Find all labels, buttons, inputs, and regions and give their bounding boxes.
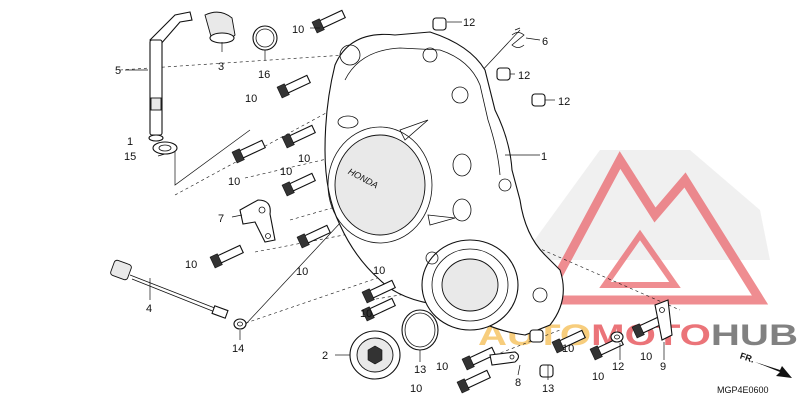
part-3-cap	[204, 11, 236, 44]
callout-12-d: 13	[542, 383, 554, 395]
callout-13: 15	[124, 151, 136, 163]
direction-indicator: FR.	[739, 351, 792, 378]
part-7-bracket	[239, 199, 276, 243]
part-9-bracket	[654, 299, 673, 341]
callout-10-d: 10	[280, 166, 292, 178]
callout-4: 4	[146, 303, 152, 315]
callout-10-top: 10	[292, 24, 304, 36]
part-11-washer	[610, 331, 624, 343]
callout-10-a: 10	[245, 93, 257, 105]
callout-10-i: 10	[436, 361, 448, 373]
callout-10-m: 10	[640, 351, 652, 363]
part-15-washer	[233, 318, 247, 330]
callout-15: 14	[232, 343, 244, 355]
watermark-logo-icon	[537, 151, 769, 305]
callout-5: 5	[115, 65, 121, 77]
watermark-hub: HUB	[711, 319, 798, 352]
part-5-rod	[148, 11, 193, 142]
bolts	[209, 9, 666, 394]
callout-11: 12	[612, 361, 624, 373]
callout-10-c: 10	[228, 176, 240, 188]
callout-10-h: 10	[360, 308, 372, 320]
callout-10-e: 10	[185, 259, 197, 271]
crankcase-cover: HONDA	[324, 31, 564, 336]
callout-10-g: 10	[373, 265, 385, 277]
callout-7: 7	[218, 213, 224, 225]
part-16-oring	[252, 25, 278, 51]
callout-10-l: 10	[592, 371, 604, 383]
part-2-pulley-cap	[349, 330, 401, 380]
callout-16: 16	[258, 69, 270, 81]
callout-12-b: 12	[518, 70, 530, 82]
callout-9: 9	[660, 361, 666, 373]
callout-6: 6	[542, 36, 548, 48]
part-8-clip	[489, 351, 520, 366]
callout-1-right: 1	[541, 151, 547, 163]
leader-lines	[125, 21, 665, 380]
callout-3: 3	[218, 61, 224, 73]
part-14-oring	[401, 309, 439, 351]
part-13-seal	[152, 141, 178, 155]
callout-14: 13	[414, 364, 426, 376]
part-6-spring	[511, 27, 525, 48]
callout-12-c: 12	[558, 96, 570, 108]
direction-label: FR.	[739, 351, 756, 365]
part-12-dowels	[432, 17, 554, 378]
callout-1-left: 1	[127, 136, 133, 148]
callout-8: 8	[515, 377, 521, 389]
callouts: 5 1 15 3 16 10 12 6 12 12 1 10 10 10 10 …	[115, 17, 666, 395]
part-4-sensor	[110, 259, 229, 319]
callout-12-a: 12	[463, 17, 475, 29]
callout-10-j: 10	[410, 383, 422, 395]
callout-10-f: 10	[296, 266, 308, 278]
diagram-code: MGP4E0600	[717, 385, 769, 395]
callout-10-b: 10	[298, 153, 310, 165]
callout-2: 2	[322, 350, 328, 362]
front-arrow-icon	[755, 362, 792, 378]
callout-10-k: 10	[562, 343, 574, 355]
